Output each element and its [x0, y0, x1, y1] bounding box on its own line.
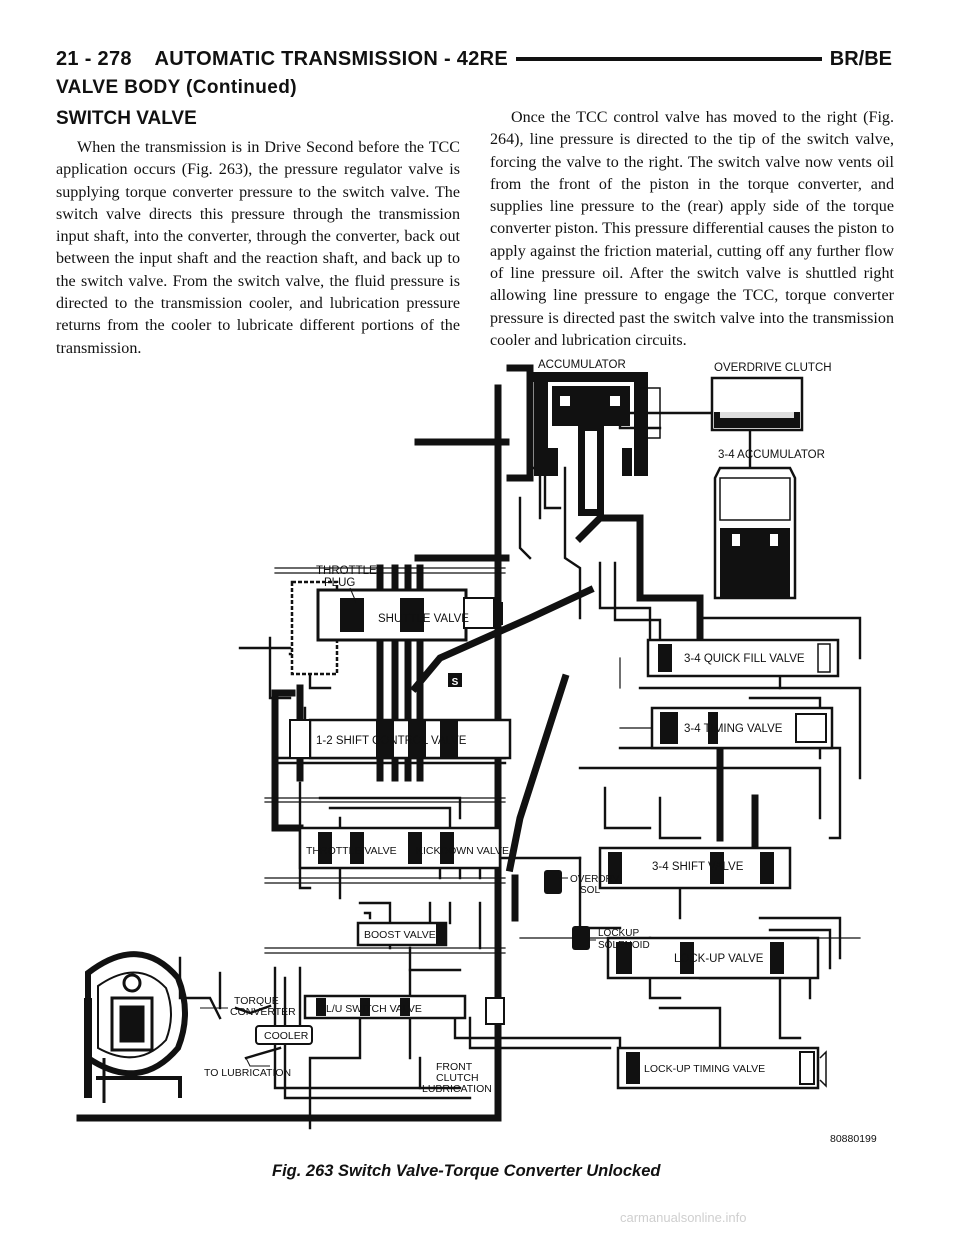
label-plug: PLUG — [324, 577, 355, 589]
label-accumulator-34: 3-4 ACCUMULATOR — [718, 449, 825, 461]
label-overdrv: OVERDRV — [570, 874, 620, 885]
label-boost-valve: BOOST VALVE — [364, 929, 436, 941]
page-header: 21 - 278 AUTOMATIC TRANSMISSION - 42RE B… — [56, 44, 892, 74]
label-throttle-valve: THROTTLE VALVE — [306, 845, 397, 857]
label-shift-valve-34: 3-4 SHIFT VALVE — [652, 861, 744, 873]
figure-caption: Fig. 263 Switch Valve-Torque Converter U… — [272, 1162, 661, 1180]
label-shuttle-valve: SHUTTLE VALVE — [378, 613, 469, 625]
lu-switch-valve-body — [303, 994, 505, 1025]
label-lockup-timing-valve: LOCK-UP TIMING VALVE — [644, 1063, 765, 1075]
hydraulic-circuit-diagram: S — [76, 359, 877, 1145]
quick-fill-valve-body — [646, 638, 840, 678]
throttle-kickdown-body — [298, 826, 502, 870]
label-lockup: LOCKUP — [598, 928, 639, 939]
watermark: carmanualsonline.info — [620, 1210, 747, 1225]
header-title: 21 - 278 AUTOMATIC TRANSMISSION - 42RE — [56, 44, 517, 74]
label-kickdown-valve: KICKDOWN VALVE — [416, 845, 509, 857]
label-torque: TORQUE — [234, 995, 279, 1007]
label-clutch: CLUTCH — [436, 1072, 479, 1084]
label-lubrication: LUBRICATION — [422, 1083, 492, 1095]
label-quick-fill-valve: 3-4 QUICK FILL VALVE — [684, 653, 805, 665]
right-paragraph: Once the TCC control valve has moved to … — [490, 109, 894, 349]
timing-valve-34-body — [650, 706, 834, 750]
shift-control-12-body — [289, 718, 512, 760]
right-column: Once the TCC control valve has moved to … — [490, 107, 894, 352]
label-throttle: THROTTLE — [316, 565, 377, 577]
lockup-valve-body — [606, 936, 820, 980]
label-front: FRONT — [436, 1061, 473, 1073]
lockup-solenoid — [572, 926, 590, 950]
section-continued: VALVE BODY (Continued) — [56, 77, 298, 98]
boost-valve-body — [356, 921, 448, 947]
label-timing-valve-34: 3-4 TIMING VALVE — [684, 723, 783, 735]
label-cooler: COOLER — [264, 1030, 309, 1042]
overdrive-solenoid — [544, 870, 562, 894]
label-overdrive-clutch: OVERDRIVE CLUTCH — [714, 362, 832, 374]
label-lu-switch-valve: L/U SWITCH VALVE — [326, 1003, 422, 1015]
accumulator-block — [532, 372, 661, 516]
header-model: BR/BE — [821, 44, 892, 74]
cooler-box — [255, 1025, 313, 1045]
solenoid-s-marker: S — [452, 677, 459, 688]
section-title: SWITCH VALVE — [56, 108, 197, 129]
accumulator-34-block — [713, 466, 797, 600]
label-sol: SOL — [580, 885, 600, 896]
overdrive-clutch-block — [710, 376, 804, 432]
label-accumulator: ACCUMULATOR — [538, 359, 626, 371]
label-to-lubrication: TO LUBRICATION — [204, 1067, 291, 1079]
label-solenoid: SOLENOID — [598, 940, 650, 951]
label-converter: CONVERTER — [230, 1006, 296, 1018]
left-column: When the transmission is in Drive Second… — [56, 137, 460, 360]
shuttle-valve-body — [290, 580, 503, 676]
torque-converter — [84, 951, 188, 1103]
left-paragraph: When the transmission is in Drive Second… — [56, 139, 460, 357]
label-shift-control-12: 1-2 SHIFT CONTROL VALVE — [316, 735, 467, 747]
lockup-timing-valve-body — [616, 1046, 827, 1090]
label-lockup-valve: LOCK-UP VALVE — [674, 953, 764, 965]
shift-valve-34-body — [598, 846, 792, 890]
figure-code: 80880199 — [830, 1133, 877, 1145]
